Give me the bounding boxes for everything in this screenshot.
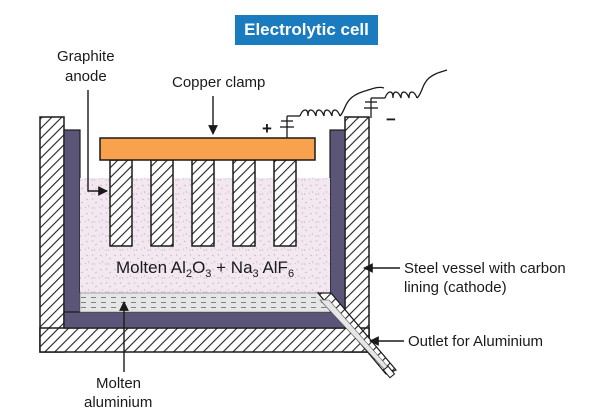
copper-clamp-bar: [99, 137, 316, 161]
graphite-anode-label-line1: Graphite: [57, 48, 115, 65]
graphite-anode-rod: [109, 159, 133, 247]
outlet-label: Outlet for Aluminium: [408, 333, 543, 350]
graphite-anode-rod: [191, 159, 215, 247]
molten-aluminium-label-line1: Molten: [96, 375, 141, 392]
graphite-anode-rod: [232, 159, 256, 247]
negative-terminal: [364, 69, 448, 118]
graphite-anode-leader: [87, 90, 108, 196]
copper-clamp-label: Copper clamp: [172, 74, 265, 91]
molten-aluminium-layer: [79, 292, 331, 313]
graphite-anode-rod: [150, 159, 174, 247]
carbon-lining: [63, 129, 346, 329]
minus-sign: −: [386, 110, 396, 129]
graphite-anodes: [109, 159, 297, 247]
plus-sign: +: [262, 119, 272, 138]
diagram-title: Electrolytic cell: [235, 15, 378, 45]
molten-aluminium-label-line2: aluminium: [84, 394, 152, 411]
graphite-anode-label-line2: anode: [65, 68, 107, 85]
positive-terminal: [280, 86, 385, 138]
steel-vessel-label-line1: Steel vessel with carbon: [404, 260, 566, 277]
graphite-anode-rod: [273, 159, 297, 247]
steel-vessel-label-line2: lining (cathode): [404, 279, 507, 296]
electrolyte-label: Molten Al2O3 + Na3 AlF6: [116, 258, 294, 280]
aluminium-outlet-pipe: [316, 292, 397, 379]
